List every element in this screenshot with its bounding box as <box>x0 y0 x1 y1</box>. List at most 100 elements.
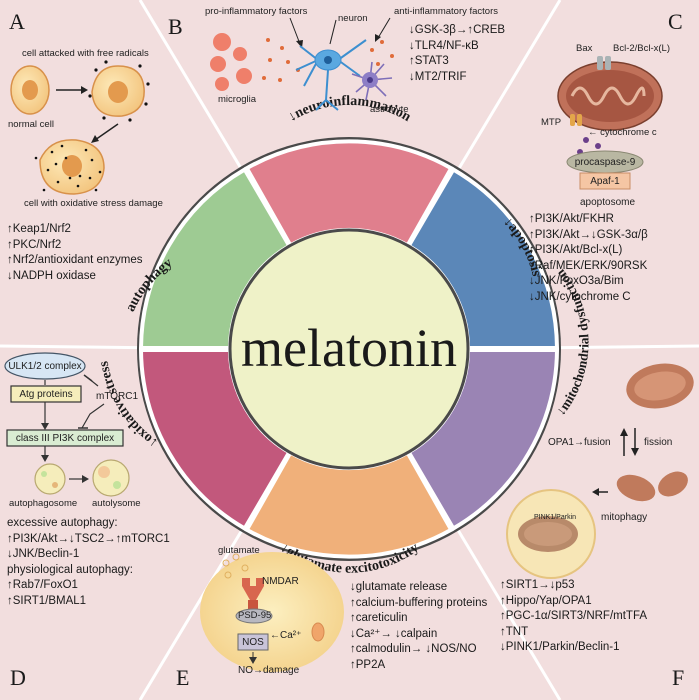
list-item: ↑Hippo/Yap/OPA1 <box>500 594 592 607</box>
label-atg-proteins: Atg proteins <box>19 388 73 400</box>
apaf-1-shape <box>579 172 631 190</box>
list-item: physiological autophagy: <box>7 563 133 576</box>
astrocyte-icon <box>351 61 393 101</box>
panel-f-list: ↑SIRT1→↓p53 ↑Hippo/Yap/OPA1 ↑PGC-1α/SIRT… <box>500 578 647 656</box>
list-item: ↑calcium-buffering proteins <box>350 596 488 609</box>
panel-letter-a: A <box>9 9 25 34</box>
list-item: ↓JNK/cytochrome C <box>529 290 631 303</box>
microglia-icon <box>213 33 231 51</box>
list-item: ↑calmodulin→ ↓NOS/NO <box>350 643 477 655</box>
list-item: ↓PINK1/Parkin/Beclin-1 <box>500 641 620 653</box>
caption-microglia: microglia <box>218 94 257 105</box>
caption-normal-cell: normal cell <box>8 119 54 130</box>
caption-anti-inflammatory: anti-inflammatory factors <box>394 6 499 17</box>
mtp-channel <box>570 114 575 126</box>
caption-neuron: neuron <box>338 13 368 24</box>
nmdar-shape <box>242 578 264 586</box>
panel-d-art <box>4 352 130 497</box>
center-circle <box>228 228 470 470</box>
caption-mtp: MTP <box>541 117 562 128</box>
caption-calcium: ←Ca²⁺ <box>270 630 302 641</box>
panel-letter-b: B <box>168 14 183 39</box>
label-apaf-1: Apaf-1 <box>590 175 620 187</box>
panel-b-list: ↓GSK-3β→↑CREB ↓TLR4/NF-κB ↑STAT3 ↓MT2/TR… <box>409 23 505 85</box>
label-nos: NOS <box>242 636 264 648</box>
panel-c-list: ↑PI3K/Akt/FKHR ↑PI3K/Akt→↓GSK-3α/β ↑PI3K… <box>529 212 648 305</box>
label-mtorc1: mTORC1 <box>96 391 139 402</box>
list-item: ↓JNK/Beclin-1 <box>7 548 80 560</box>
list-item: excessive autophagy: <box>7 517 118 529</box>
caption-nmdar: NMDAR <box>262 576 299 587</box>
atg-box <box>10 385 82 403</box>
caption-fission: fission <box>644 437 673 448</box>
bax-channel <box>597 56 603 70</box>
caption-autolysome: autolysome <box>92 498 141 509</box>
panel-b-art <box>210 17 394 111</box>
caption-cytochrome-c: ← cytochrome c <box>588 127 657 138</box>
list-item: ↑Rab7/FoxO1 <box>7 579 78 591</box>
nos-box <box>237 633 269 651</box>
panel-letter-f: F <box>672 665 685 690</box>
panel-letter-e: E <box>176 665 190 690</box>
label-pi3k-complex: class III PI3K complex <box>15 432 115 444</box>
list-item: ↓GSK-3β→↑CREB <box>409 24 506 36</box>
list-item: ↑Keap1/Nrf2 <box>7 223 71 235</box>
caption-pro-inflammatory: pro-inflammatory factors <box>205 6 308 17</box>
panel-a-art <box>10 60 150 195</box>
caption-no-damage: NO→damage <box>238 665 300 676</box>
list-item: ↑SIRT1→↓p53 <box>500 579 575 591</box>
list-item: ↓NADPH oxidase <box>7 269 96 282</box>
panel-letter-c: C <box>668 9 683 34</box>
panel-e-art <box>200 552 344 672</box>
autolysome-shape <box>92 459 130 497</box>
panel-d-list: excessive autophagy: ↑PI3K/Akt→↓TSC2→↑mT… <box>7 516 170 609</box>
caption-autophagosome: autophagosome <box>9 498 78 509</box>
caption-apoptosome: apoptosome <box>580 197 636 208</box>
pi3k-box <box>6 429 124 447</box>
caption-fusion: OPA1→fusion <box>548 437 611 448</box>
caption-bcl: Bcl-2/Bcl-x(L) <box>613 43 671 54</box>
panel-letter-d: D <box>10 665 26 690</box>
psd-95-shape <box>235 608 273 624</box>
center-label: melatonin <box>241 318 457 378</box>
list-item: ↓glutamate release <box>350 581 448 593</box>
caption-cell-attacked: cell attacked with free radicals <box>22 48 149 59</box>
autophagosome-shape <box>34 463 66 495</box>
list-item: ↑PP2A <box>350 658 386 671</box>
list-item: ↑PI3K/Akt/FKHR <box>529 213 614 225</box>
caption-oxidative-damage: cell with oxidative stress damage <box>24 198 163 209</box>
list-item: ↑PI3K/Akt/Bcl-x(L) <box>529 244 623 256</box>
caption-pink-parkin: PINK1/Parkin <box>534 514 577 521</box>
panel-f-art <box>506 363 694 579</box>
list-item: ↑PI3K/Akt→↓GSK-3α/β <box>529 228 648 241</box>
caption-mitophagy: mitophagy <box>601 512 648 523</box>
panel-a-list: ↑Keap1/Nrf2 ↑PKC/Nrf2 ↑Nrf2/antioxidant … <box>7 222 143 284</box>
list-item: ↓MT2/TRIF <box>409 70 467 83</box>
list-item: ↓JNK/FoxO3a/Bim <box>529 275 624 287</box>
caption-astrocyte: astrocyte <box>370 104 409 115</box>
caption-glutamate: glutamate <box>218 545 260 556</box>
caption-bax: Bax <box>576 43 593 54</box>
ring-segments <box>138 139 560 559</box>
list-item: ↑PI3K/Akt→↓TSC2→↑mTORC1 <box>7 532 170 545</box>
list-item: ↑Nrf2/antioxidant enzymes <box>7 254 143 266</box>
ulk-complex-shape <box>4 352 86 380</box>
neuron-icon <box>295 39 367 111</box>
list-item: ↑STAT3 <box>409 55 449 67</box>
list-item: ↑Raf/MEK/ERK/90RSK <box>529 259 648 272</box>
list-item: ↑PGC-1α/SIRT3/NRF/mtTFA <box>500 610 648 622</box>
list-item: ↑TNT <box>500 625 529 638</box>
neuron-cell-body <box>200 552 344 672</box>
label-procaspase-9: procaspase-9 <box>574 156 636 168</box>
panel-e-list: ↓glutamate release ↑calcium-buffering pr… <box>350 580 487 673</box>
list-item: ↑SIRT1/BMAL1 <box>7 594 87 607</box>
list-item: ↑careticulin <box>350 612 408 624</box>
panel-c-art <box>557 56 663 190</box>
caption-psd-95: PSD-95 <box>238 610 272 621</box>
list-item: ↑PKC/Nrf2 <box>7 238 62 251</box>
list-item: ↓TLR4/NF-κB <box>409 39 479 52</box>
list-item: ↓Ca²⁺→ ↓calpain <box>350 627 438 640</box>
label-ulk-complex: ULK1/2 complex <box>8 360 82 372</box>
